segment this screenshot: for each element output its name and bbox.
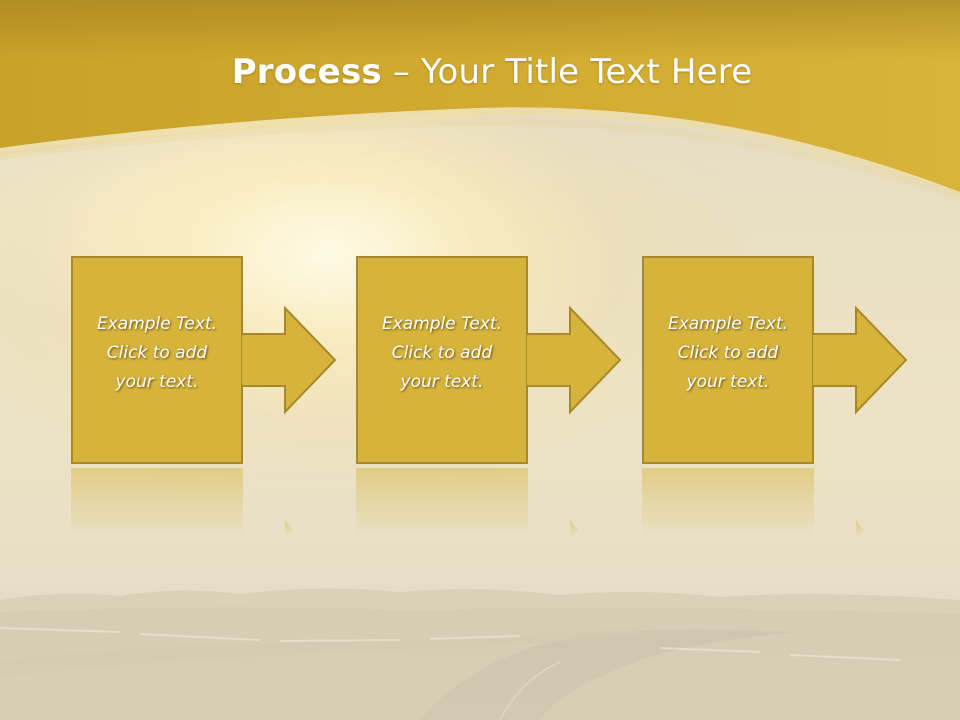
step-reflection xyxy=(71,468,293,538)
step-box xyxy=(71,256,243,464)
process-step-3[interactable]: Example Text. Click to add your text. xyxy=(642,256,908,466)
step-reflection xyxy=(356,468,578,538)
right-arrow-icon xyxy=(241,306,337,415)
step-text[interactable]: Example Text. Click to add your text. xyxy=(381,314,503,392)
step-text[interactable]: Example Text. Click to add your text. xyxy=(96,314,218,392)
step-box xyxy=(356,256,528,464)
process-step-2[interactable]: Example Text. Click to add your text. xyxy=(356,256,622,466)
step-box xyxy=(642,256,814,464)
title-rest: – Your Title Text Here xyxy=(381,52,753,92)
step-reflection xyxy=(642,468,864,538)
process-step-1[interactable]: Example Text. Click to add your text. xyxy=(71,256,337,466)
right-arrow-icon xyxy=(812,306,908,415)
slide-title[interactable]: Process – Your Title Text Here xyxy=(0,52,960,92)
step-text[interactable]: Example Text. Click to add your text. xyxy=(667,314,789,392)
right-arrow-icon xyxy=(526,306,622,415)
title-bold: Process xyxy=(231,52,382,92)
